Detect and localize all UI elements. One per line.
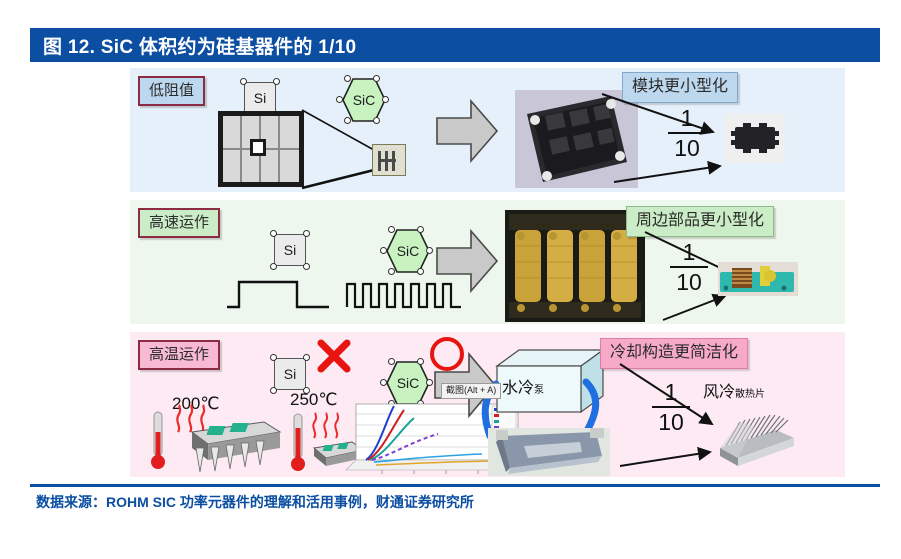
heat-waves-icon-si (176, 404, 206, 433)
ratio-numerator-row3: 1 (664, 379, 678, 405)
ratio-bar (670, 266, 708, 269)
si-symbol-row2: Si (270, 230, 310, 270)
water-cooling-label: 水冷泵 (502, 380, 545, 397)
source-note: 数据来源：ROHM SIC 功率元器件的理解和活用事例，财通证券研究所 (36, 494, 474, 510)
module-photo-small-row1 (725, 113, 785, 163)
heat-waves-icon-sic (312, 412, 340, 439)
row-high-speed: 高速运作 Si SiC (130, 200, 845, 324)
fast-switching-waveform (345, 282, 461, 309)
process-arrow-row2 (436, 228, 499, 294)
cold-plate-image (488, 428, 610, 476)
wafer-image-row1 (218, 111, 304, 187)
node-dot-icon (273, 78, 280, 85)
node-dot-icon (426, 247, 433, 254)
ratio-denominator-row1: 10 (674, 135, 700, 162)
shrink-arrows-row3 (619, 363, 714, 467)
si-label-row2: Si (274, 234, 306, 266)
sic-symbol-row3: SiC (380, 358, 436, 408)
node-dot-icon (388, 226, 395, 233)
sic-temperature-label: 250℃ (290, 390, 338, 409)
node-dot-icon (270, 387, 277, 394)
node-dot-icon (240, 78, 247, 85)
ratio-row3: 1 10 (652, 380, 690, 434)
ratio-denominator-row3: 10 (658, 409, 684, 436)
thermometer-icon-si (151, 411, 165, 469)
si-label-row3: Si (274, 358, 306, 390)
thermometer-icon-sic (291, 413, 305, 471)
result-tag-row2: 周边部品更小型化 (626, 206, 775, 237)
si-label-row1: Si (244, 82, 276, 114)
ratio-bar (668, 132, 706, 135)
node-dot-icon (303, 387, 310, 394)
node-dot-icon (373, 75, 380, 82)
node-dot-icon (380, 379, 387, 386)
row-tag-high-speed: 高速运作 (138, 208, 221, 238)
screenshot-tooltip: 截图(Alt + A) (441, 383, 502, 399)
callout-lines-row1 (301, 109, 375, 190)
si-module-with-heatsink-image (190, 421, 282, 473)
node-dot-icon (373, 117, 380, 124)
ratio-row1: 1 10 (668, 106, 706, 160)
ratio-numerator-row2: 1 (682, 239, 696, 265)
node-dot-icon (426, 379, 433, 386)
node-dot-icon (336, 96, 343, 103)
node-dot-icon (417, 268, 424, 275)
shrink-arrows-row1 (601, 93, 722, 183)
circle-mark-icon (430, 337, 464, 371)
heatsink-image (720, 414, 794, 466)
page-title: 图 12. SiC 体积约为硅基器件的 1/10 (43, 36, 357, 58)
reactor-photo-large-row2 (505, 210, 645, 322)
air-cooling-label: 风冷散热片 (703, 384, 766, 401)
sic-module-image (312, 441, 366, 466)
node-dot-icon (417, 226, 424, 233)
ratio-row2: 1 10 (670, 240, 708, 294)
node-dot-icon (380, 247, 387, 254)
node-dot-icon (344, 75, 351, 82)
result-tag-row3: 冷却构造更简洁化 (600, 338, 749, 369)
row-tag-low-resistance: 低阻值 (138, 76, 206, 106)
footer-divider (30, 484, 880, 487)
node-dot-icon (417, 358, 424, 365)
sic-symbol-row2: SiC (380, 226, 436, 276)
ratio-numerator-row1: 1 (680, 105, 694, 131)
si-symbol-row3: Si (270, 354, 310, 394)
figure-title-bar: 图 12. SiC 体积约为硅基器件的 1/10 (30, 28, 880, 62)
water-cooler-box-image (495, 348, 605, 414)
node-dot-icon (303, 263, 310, 270)
node-dot-icon (382, 96, 389, 103)
ratio-denominator-row2: 10 (676, 269, 702, 296)
ratio-bar (652, 406, 690, 409)
cross-mark-icon (317, 339, 351, 373)
chip-zoom-row1 (372, 144, 406, 176)
node-dot-icon (270, 230, 277, 237)
row-high-temperature: 高温运作 Si SiC (130, 332, 845, 477)
row-low-resistance: 低阻值 Si SiC (130, 68, 845, 192)
reactor-photo-small-row2 (718, 262, 798, 296)
node-dot-icon (270, 263, 277, 270)
si-temperature-label: 200℃ (172, 394, 220, 413)
process-arrow-row1 (436, 98, 499, 164)
node-dot-icon (344, 117, 351, 124)
row-tag-high-temperature: 高温运作 (138, 340, 221, 370)
sic-label-row1: SiC (352, 92, 376, 108)
result-tag-row1: 模块更小型化 (622, 72, 739, 103)
module-photo-large-row1 (515, 90, 638, 188)
node-dot-icon (270, 354, 277, 361)
sic-label-row3: SiC (396, 375, 420, 391)
node-dot-icon (388, 358, 395, 365)
node-dot-icon (303, 230, 310, 237)
sic-label-row2: SiC (396, 243, 420, 259)
node-dot-icon (303, 354, 310, 361)
sic-symbol-row1: SiC (336, 75, 392, 125)
slow-switching-waveform (227, 280, 329, 309)
node-dot-icon (388, 268, 395, 275)
